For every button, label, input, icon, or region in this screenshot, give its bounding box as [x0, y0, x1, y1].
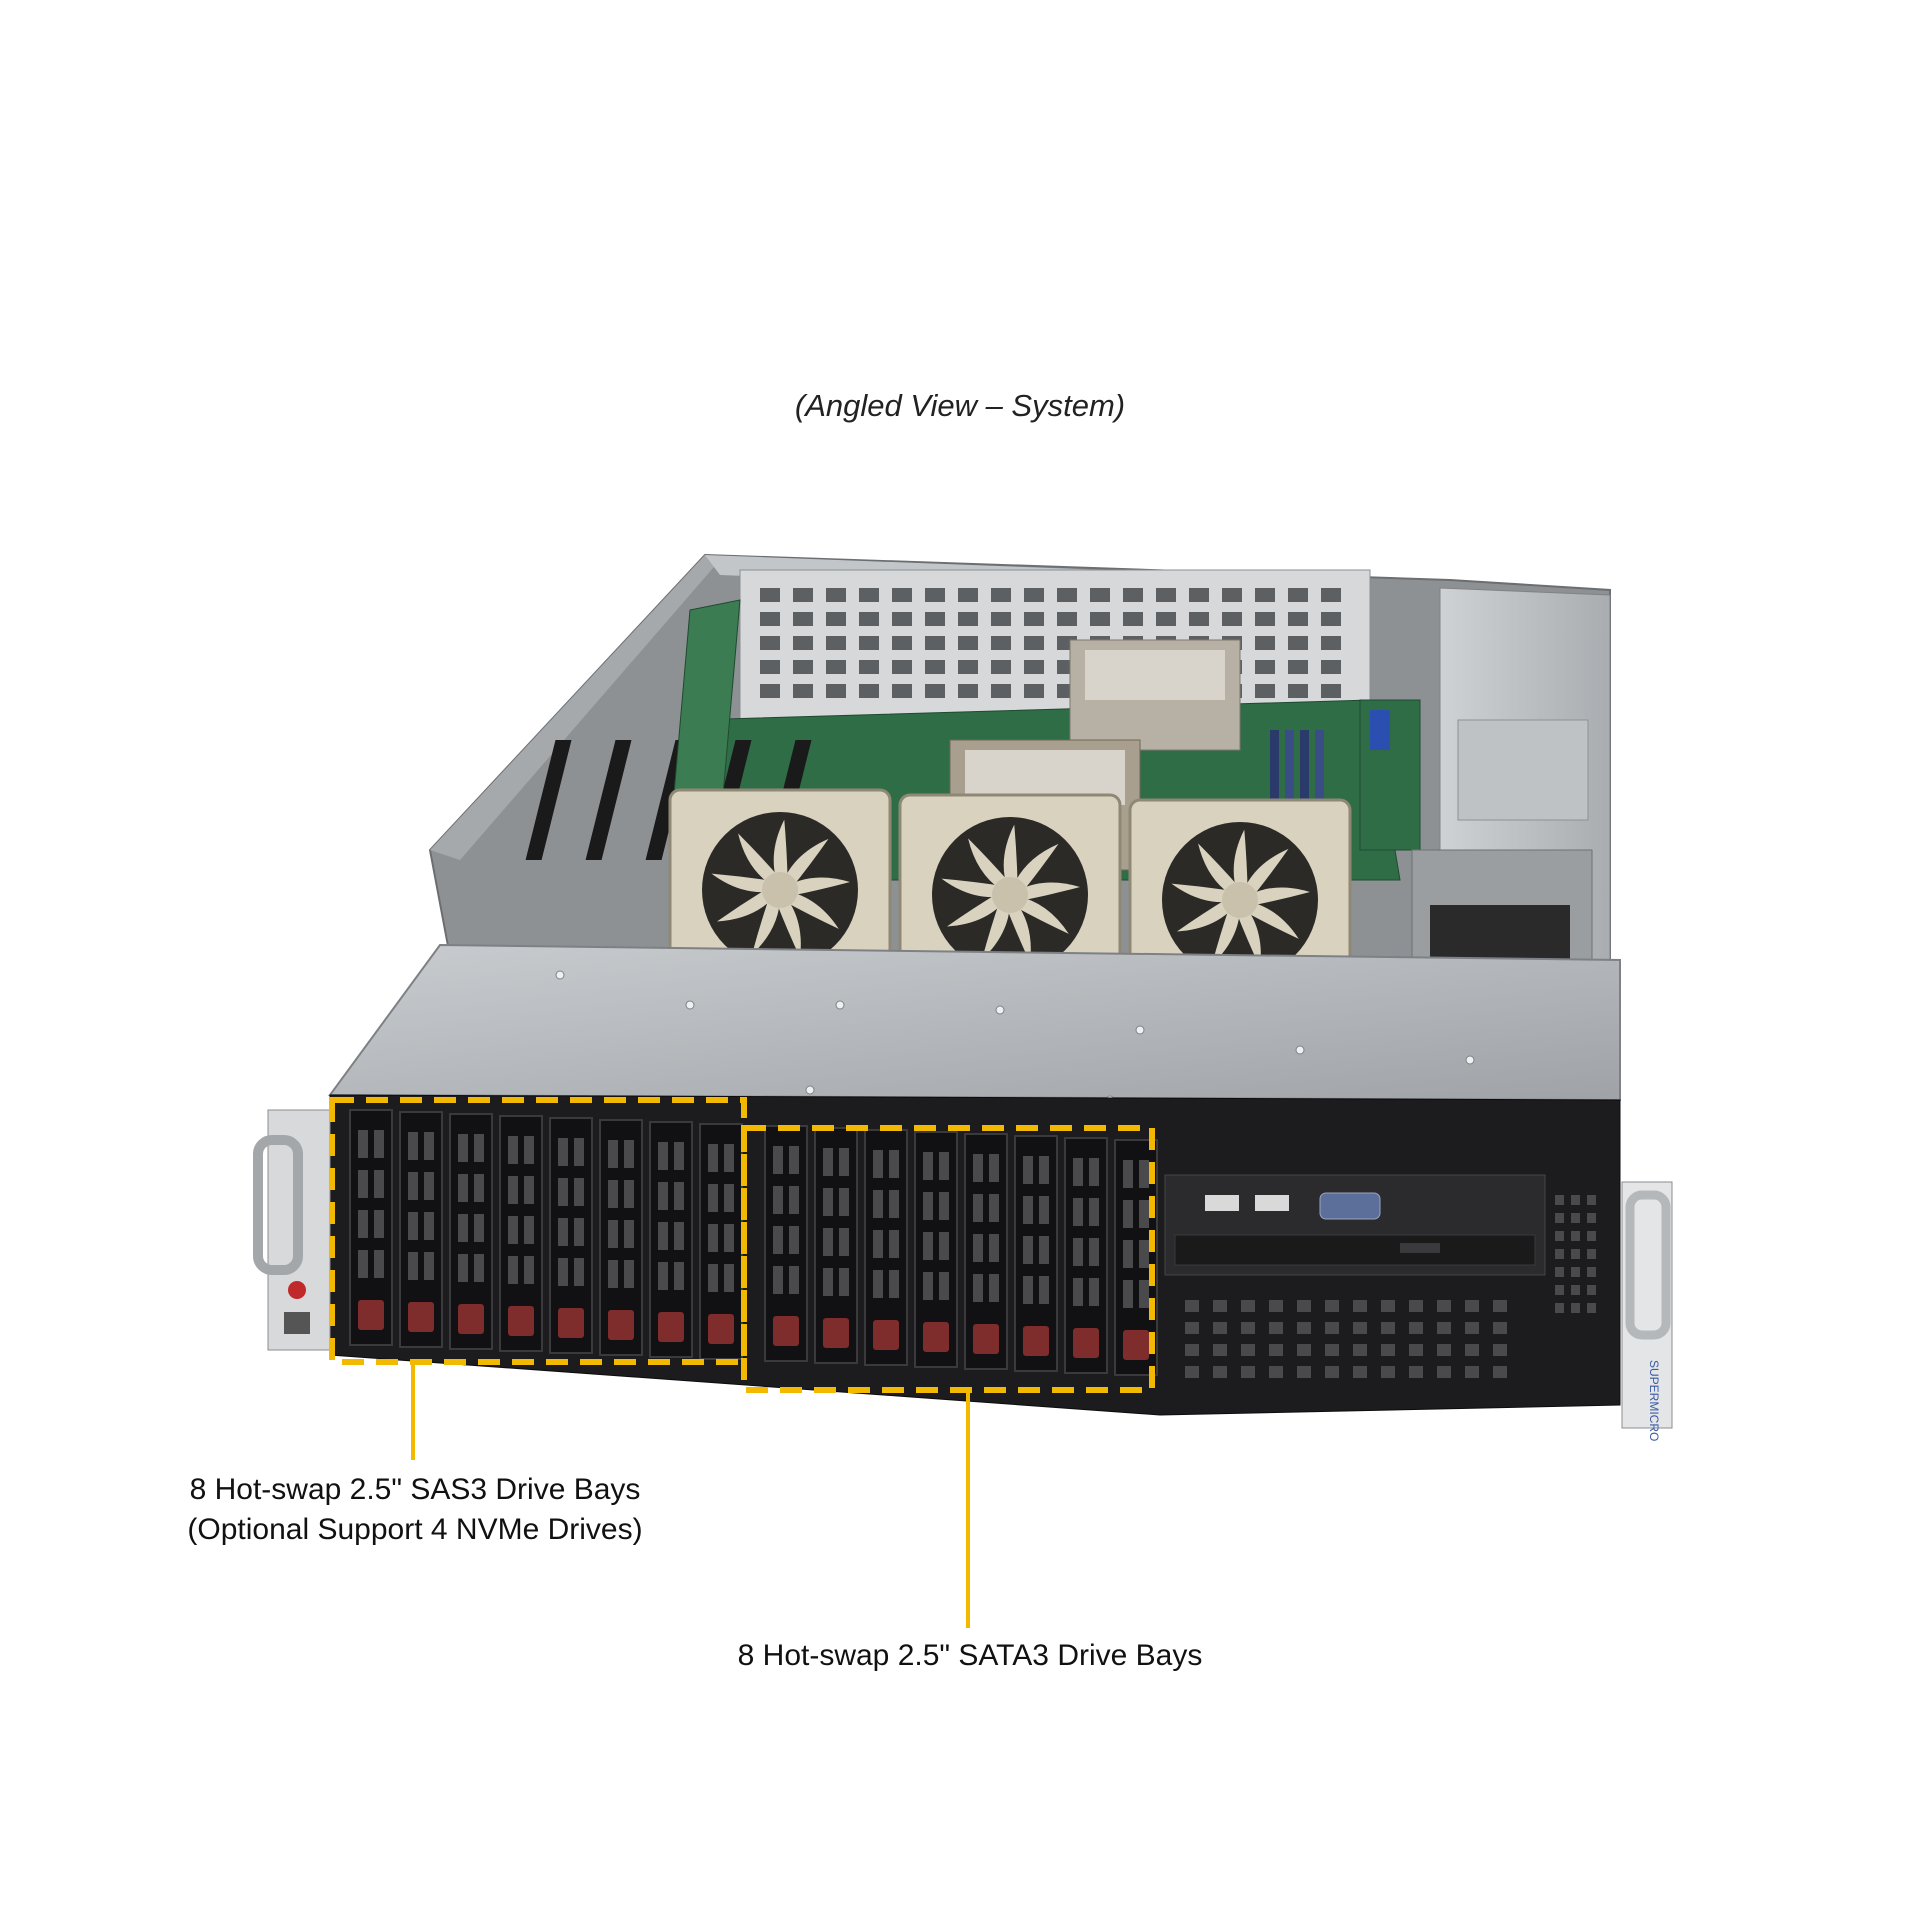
drive-release-tab — [458, 1304, 484, 1334]
callout-sata — [741, 1125, 1155, 1628]
cooling-fan-icon — [898, 793, 1122, 977]
callout-sas-line2: (Optional Support 4 NVMe Drives) — [187, 1513, 643, 1546]
drive-release-tab — [658, 1312, 684, 1342]
front-io-panel — [1164, 1174, 1596, 1378]
drive-bay — [1114, 1139, 1158, 1376]
drive-bay — [1064, 1137, 1108, 1374]
drive-release-tab — [558, 1308, 584, 1338]
drive-bay — [964, 1133, 1008, 1370]
drive-bay — [349, 1109, 393, 1346]
drive-bay — [764, 1125, 808, 1362]
drive-bay — [1014, 1135, 1058, 1372]
drive-bay — [864, 1129, 908, 1366]
riser-card — [1359, 699, 1421, 851]
optical-drive — [1174, 1234, 1536, 1266]
side-vent — [1555, 1195, 1596, 1313]
drive-bay — [399, 1111, 443, 1348]
fan-row — [668, 788, 1352, 982]
drive-release-tab — [773, 1316, 799, 1346]
cpu-heatsink-1 — [1069, 639, 1241, 751]
drive-bay — [649, 1121, 693, 1358]
right-rack-ear: SUPERMICRO — [1621, 1181, 1673, 1441]
callout-sas — [329, 1097, 747, 1460]
drive-release-tab — [923, 1322, 949, 1352]
callout-sas-line1: 8 Hot-swap 2.5" SAS3 Drive Bays — [189, 1473, 641, 1506]
drive-release-tab — [358, 1300, 384, 1330]
power-button-icon — [288, 1281, 306, 1299]
drive-bay — [499, 1115, 543, 1352]
cooling-fan-icon — [1128, 798, 1352, 982]
front-vent-grid — [1185, 1300, 1507, 1378]
drive-bay — [914, 1131, 958, 1368]
drive-release-tab — [823, 1318, 849, 1348]
drive-bays — [349, 1109, 1158, 1376]
callout-sata-line1: 8 Hot-swap 2.5" SATA3 Drive Bays — [737, 1639, 1203, 1672]
rear-grille — [739, 569, 1371, 721]
drive-release-tab — [708, 1314, 734, 1344]
callout-label-sas: 8 Hot-swap 2.5" SAS3 Drive Bays (Optiona… — [150, 1470, 680, 1550]
drive-release-tab — [1023, 1326, 1049, 1356]
drive-release-tab — [408, 1302, 434, 1332]
drive-release-tab — [973, 1324, 999, 1354]
figure-caption: (Angled View – System) — [794, 388, 1126, 423]
drive-release-tab — [873, 1320, 899, 1350]
drive-release-tab — [1123, 1330, 1149, 1360]
status-leds — [284, 1312, 310, 1334]
power-supply-bay — [1411, 587, 1611, 1016]
drive-bay — [599, 1119, 643, 1356]
drive-release-tab — [608, 1310, 634, 1340]
serial-port — [1319, 1192, 1381, 1220]
drive-release-tab — [508, 1306, 534, 1336]
drive-bay — [549, 1117, 593, 1354]
drive-bay — [699, 1123, 743, 1360]
usb-port-2 — [1255, 1195, 1289, 1211]
drive-bay — [814, 1127, 858, 1364]
drive-release-tab — [1073, 1328, 1099, 1358]
brand-logo: SUPERMICRO — [1647, 1360, 1661, 1441]
callout-label-sata: 8 Hot-swap 2.5" SATA3 Drive Bays — [700, 1636, 1240, 1676]
drive-bay — [449, 1113, 493, 1350]
left-rack-ear — [253, 1109, 331, 1351]
usb-port-1 — [1205, 1195, 1239, 1211]
front-panel — [329, 1094, 1621, 1416]
cooling-fan-icon — [668, 788, 892, 972]
